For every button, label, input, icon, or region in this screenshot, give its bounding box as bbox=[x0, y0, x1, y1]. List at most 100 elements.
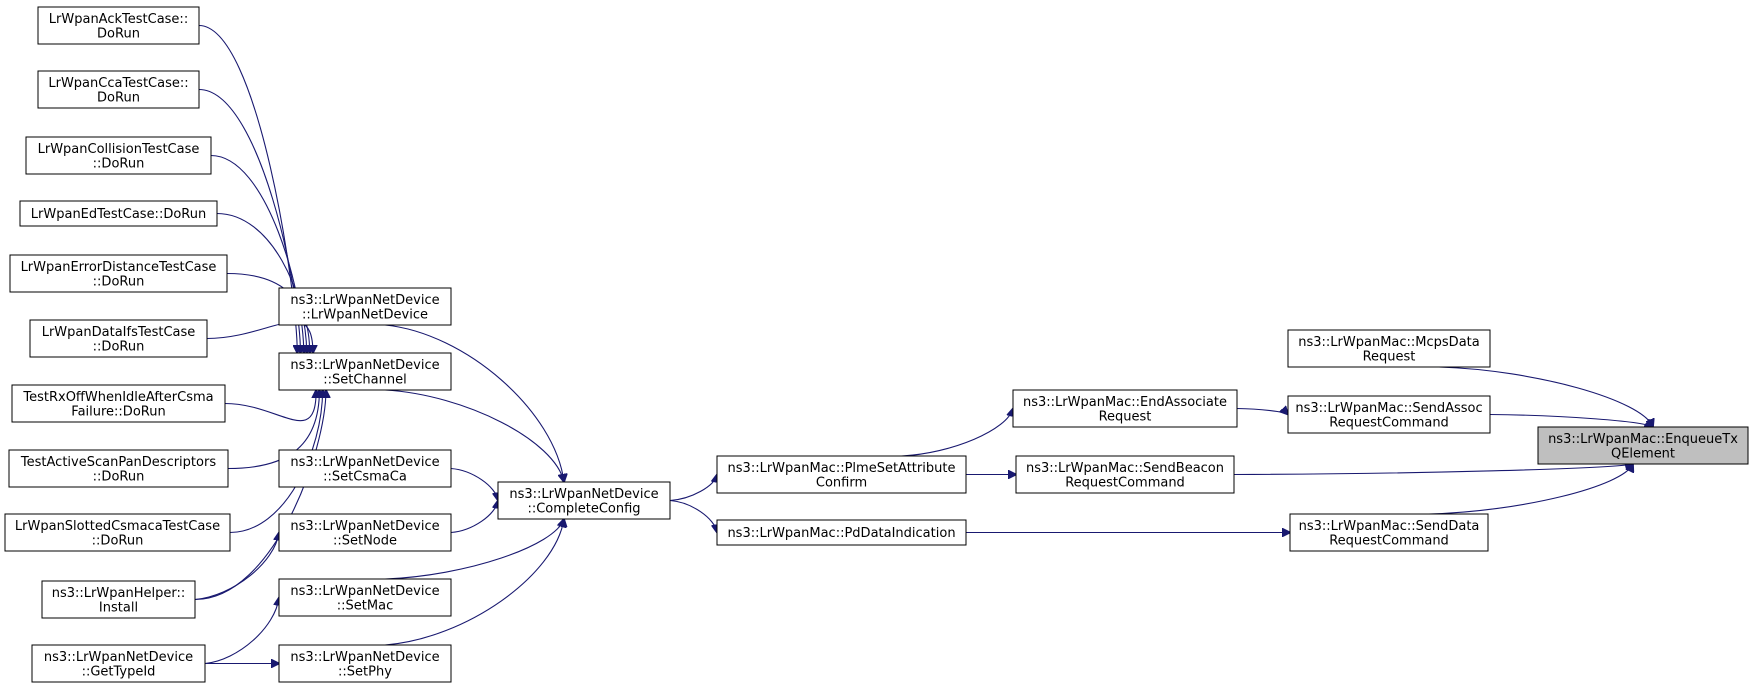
node-label-line: ns3::LrWpanNetDevice bbox=[290, 519, 439, 534]
node-box bbox=[278, 449, 452, 488]
edge-setphy-to-completeconfig bbox=[384, 519, 564, 646]
edges-layer bbox=[194, 24, 1653, 665]
edge-completeconfig-to-plmeset bbox=[669, 475, 717, 502]
node-completeconfig[interactable]: ns3::LrWpanNetDevice::CompleteConfig bbox=[497, 481, 671, 520]
node-box bbox=[278, 513, 452, 552]
node-label-line: ::DoRun bbox=[92, 533, 144, 548]
node-box bbox=[716, 455, 967, 494]
node-dataifs[interactable]: LrWpanDataIfsTestCase::DoRun bbox=[29, 319, 208, 358]
node-label-line: TestRxOffWhenIdleAfterCsma bbox=[22, 390, 213, 405]
node-collision[interactable]: LrWpanCollisionTestCase::DoRun bbox=[25, 136, 212, 175]
node-box bbox=[1537, 426, 1749, 465]
node-box bbox=[278, 352, 452, 391]
node-label-line: ::SetChannel bbox=[323, 372, 406, 387]
node-label-line: ns3::LrWpanMac::PdDataIndication bbox=[727, 526, 955, 541]
node-label-line: Install bbox=[99, 600, 138, 615]
node-label-line: ::DoRun bbox=[93, 339, 145, 354]
node-activescan[interactable]: TestActiveScanPanDescriptors::DoRun bbox=[8, 449, 229, 488]
node-ctor[interactable]: ns3::LrWpanNetDevice::LrWpanNetDevice bbox=[278, 287, 452, 326]
node-label-line: ns3::LrWpanMac::PlmeSetAttribute bbox=[728, 461, 956, 476]
node-label-line: ::DoRun bbox=[93, 274, 145, 289]
node-label-line: ::SetPhy bbox=[338, 664, 392, 679]
node-box bbox=[1015, 455, 1235, 494]
node-box bbox=[37, 70, 200, 109]
edge-install-to-setnode bbox=[194, 533, 279, 601]
edge-plmeset-to-endassoc bbox=[901, 409, 1014, 457]
node-label-line: ns3::LrWpanNetDevice bbox=[290, 293, 439, 308]
node-setnode[interactable]: ns3::LrWpanNetDevice::SetNode bbox=[278, 513, 452, 552]
node-label-line: ns3::LrWpanNetDevice bbox=[290, 358, 439, 373]
node-label-line: ns3::LrWpanNetDevice bbox=[290, 584, 439, 599]
node-label-line: ::DoRun bbox=[93, 156, 145, 171]
node-label-line: Request bbox=[1099, 409, 1152, 424]
node-box bbox=[41, 580, 196, 619]
edge-collision-to-setchannel bbox=[210, 154, 304, 354]
node-slotted[interactable]: LrWpanSlottedCsmacaTestCase::DoRun bbox=[4, 513, 231, 552]
node-label-line: LrWpanSlottedCsmacaTestCase bbox=[15, 519, 220, 534]
node-box bbox=[497, 481, 671, 520]
node-label-line: ::SetMac bbox=[337, 598, 393, 613]
node-label-line: LrWpanEdTestCase::DoRun bbox=[31, 207, 206, 222]
node-box bbox=[4, 513, 231, 552]
node-label-line: ::LrWpanNetDevice bbox=[302, 307, 428, 322]
node-cca[interactable]: LrWpanCcaTestCase::DoRun bbox=[37, 70, 200, 109]
node-label-line: Request bbox=[1363, 349, 1416, 364]
node-label-line: ns3::LrWpanMac::McpsData bbox=[1298, 335, 1479, 350]
node-errdist[interactable]: LrWpanErrorDistanceTestCase::DoRun bbox=[9, 254, 228, 293]
node-label-line: ::CompleteConfig bbox=[527, 501, 640, 516]
node-label-line: ns3::LrWpanMac::SendAssoc bbox=[1295, 401, 1482, 416]
node-box bbox=[29, 319, 208, 358]
node-label-line: ns3::LrWpanMac::SendBeacon bbox=[1026, 461, 1224, 476]
node-label-line: ns3::LrWpanNetDevice bbox=[290, 455, 439, 470]
edge-setmac-to-completeconfig bbox=[384, 519, 564, 580]
node-install[interactable]: ns3::LrWpanHelper::Install bbox=[41, 580, 196, 619]
node-label-line: RequestCommand bbox=[1329, 415, 1449, 430]
node-label-line: DoRun bbox=[97, 90, 140, 105]
node-box bbox=[25, 136, 212, 175]
edge-setcsmaca-to-completeconfig bbox=[450, 467, 498, 501]
node-label-line: TestActiveScanPanDescriptors bbox=[20, 455, 216, 470]
node-label-line: LrWpanCollisionTestCase bbox=[38, 142, 200, 157]
edge-sendbeacon-to-enqueue bbox=[1233, 464, 1633, 476]
node-setcsmaca[interactable]: ns3::LrWpanNetDevice::SetCsmaCa bbox=[278, 449, 452, 488]
node-label-line: ns3::LrWpanMac::EnqueueTx bbox=[1548, 432, 1738, 447]
nodes-layer: LrWpanAckTestCase::DoRunLrWpanCcaTestCas… bbox=[4, 6, 1749, 683]
edge-sendassoc-to-enqueue bbox=[1489, 413, 1653, 428]
node-ed[interactable]: LrWpanEdTestCase::DoRun bbox=[19, 200, 218, 227]
node-label-line: RequestCommand bbox=[1065, 475, 1185, 490]
node-box bbox=[1012, 389, 1238, 428]
node-box bbox=[278, 644, 452, 683]
edge-ctor-to-completeconfig bbox=[384, 324, 564, 482]
node-label-line: ns3::LrWpanMac::EndAssociate bbox=[1023, 395, 1227, 410]
node-box bbox=[1287, 395, 1491, 434]
node-ack[interactable]: LrWpanAckTestCase::DoRun bbox=[37, 6, 200, 45]
node-label-line: ns3::LrWpanNetDevice bbox=[509, 487, 658, 502]
edge-senddata-to-enqueue bbox=[1428, 464, 1633, 515]
node-pddata[interactable]: ns3::LrWpanMac::PdDataIndication bbox=[716, 519, 967, 546]
node-label-line: DoRun bbox=[97, 26, 140, 41]
node-label-line: LrWpanErrorDistanceTestCase bbox=[21, 260, 217, 275]
edge-gettypeid-to-setmac bbox=[204, 598, 279, 665]
node-label-line: LrWpanAckTestCase:: bbox=[49, 12, 188, 27]
node-setchannel[interactable]: ns3::LrWpanNetDevice::SetChannel bbox=[278, 352, 452, 391]
node-setmac[interactable]: ns3::LrWpanNetDevice::SetMac bbox=[278, 578, 452, 617]
node-label-line: ::SetCsmaCa bbox=[323, 469, 407, 484]
node-box bbox=[278, 287, 452, 326]
node-label-line: ns3::LrWpanNetDevice bbox=[44, 650, 193, 665]
edge-mcps-to-enqueue bbox=[1438, 366, 1653, 427]
node-label-line: RequestCommand bbox=[1329, 533, 1449, 548]
node-setphy[interactable]: ns3::LrWpanNetDevice::SetPhy bbox=[278, 644, 452, 683]
node-gettypeid[interactable]: ns3::LrWpanNetDevice::GetTypeId bbox=[31, 644, 206, 683]
edge-endassoc-to-sendassoc bbox=[1236, 409, 1288, 415]
node-label-line: Confirm bbox=[816, 475, 867, 490]
node-box bbox=[1289, 513, 1489, 552]
